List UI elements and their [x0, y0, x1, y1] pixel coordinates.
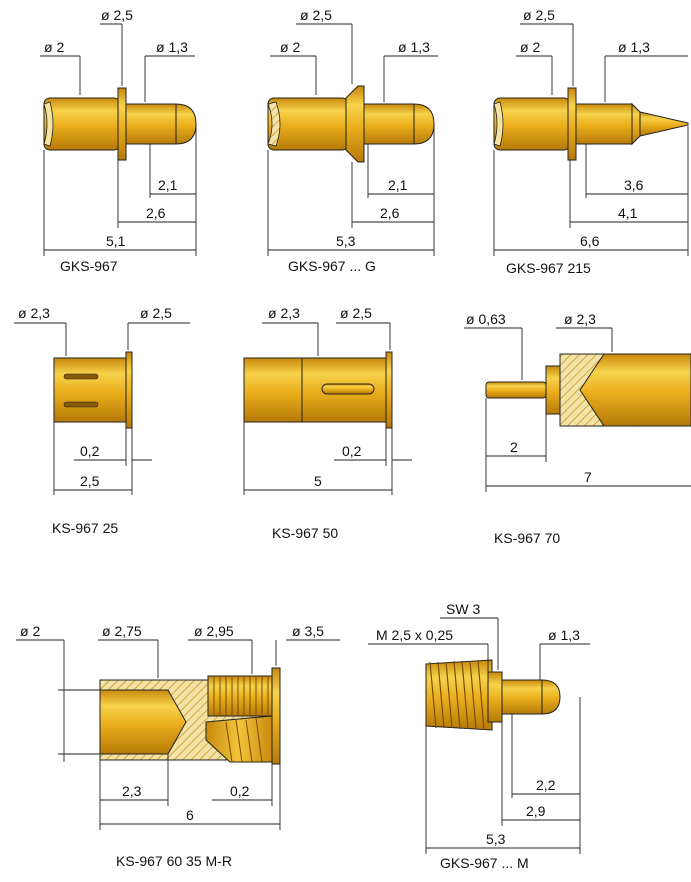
- length-label: 2,6: [146, 205, 166, 221]
- diameter-label: ø 2,5: [140, 305, 172, 321]
- diameter-label: ø 2,5: [300, 7, 332, 23]
- thread-label: M 2,5 x 0,25: [376, 627, 453, 643]
- part-ks-967-70: ø 0,63 ø 2,3 2 7 KS-967 70: [464, 311, 691, 546]
- dimension-lines: [16, 639, 340, 830]
- part-caption: GKS-967 ... G: [288, 258, 376, 274]
- part-caption: KS-967 25: [52, 520, 118, 536]
- dimension-lines: [368, 617, 590, 854]
- dimension-lines: [243, 322, 412, 495]
- diameter-label: ø 2: [44, 39, 64, 55]
- sleeve-body: [243, 351, 393, 429]
- length-label: 2: [510, 439, 518, 455]
- length-label: 5,3: [486, 831, 506, 847]
- pin-body: [493, 87, 689, 161]
- part-ks-967-60-35-m-r: ø 2 ø 2,75 ø 2,95 ø 3,5 2,3 0,2 6 KS-967…: [16, 623, 340, 869]
- diameter-label: ø 1,3: [156, 39, 188, 55]
- length-label: 5,1: [106, 233, 126, 249]
- part-gks-967-g: ø 2,5 ø 2 ø 1,3 2,1 2,6 5,3 GKS-967 ... …: [267, 7, 438, 274]
- length-label: 2,9: [526, 803, 546, 819]
- part-caption: KS-967 50: [272, 525, 338, 541]
- diameter-label: ø 2,5: [101, 7, 133, 23]
- pin-body: [267, 85, 435, 163]
- diameter-label: ø 1,3: [398, 39, 430, 55]
- length-label: 2,1: [158, 177, 178, 193]
- dimension-lines: [464, 327, 691, 492]
- length-label: 2,5: [80, 473, 100, 489]
- length-label: 2,6: [380, 205, 400, 221]
- sleeve-body: [485, 353, 691, 427]
- dimension-lines: [14, 322, 190, 495]
- diameter-label: ø 2,3: [268, 305, 300, 321]
- diameter-label: ø 2,5: [523, 7, 555, 23]
- length-label: 2,1: [388, 177, 408, 193]
- diameter-label: ø 3,5: [292, 623, 324, 639]
- part-gks-967-215: ø 2,5 ø 2 ø 1,3 3,6 4,1 6,6 GKS-967 215: [493, 7, 689, 276]
- diameter-label: ø 0,63: [466, 311, 506, 327]
- diameter-label: ø 2,3: [18, 305, 50, 321]
- part-caption: KS-967 70: [494, 530, 560, 546]
- sleeve-body: [99, 667, 281, 765]
- wrench-size-label: SW 3: [446, 601, 480, 617]
- length-label: 4,1: [618, 205, 638, 221]
- dimension-lines: [493, 23, 689, 256]
- pin-body: [425, 659, 561, 731]
- dimension-lines: [40, 23, 197, 256]
- diameter-label: ø 2,5: [340, 305, 372, 321]
- length-label: 2,2: [536, 777, 556, 793]
- diameter-label: ø 1,3: [548, 627, 580, 643]
- diameter-label: ø 2,3: [564, 311, 596, 327]
- part-gks-967-m: SW 3 M 2,5 x 0,25 ø 1,3 2,2 2,9 5,3 GKS-…: [368, 601, 590, 871]
- dimension-lines: [267, 23, 438, 256]
- part-caption: KS-967 60 35 M-R: [116, 853, 232, 869]
- diameter-label: ø 1,3: [618, 39, 650, 55]
- length-label: 5,3: [336, 233, 356, 249]
- length-label: 5: [314, 473, 322, 489]
- part-caption: GKS-967 ... M: [440, 855, 529, 871]
- pin-body: [43, 87, 197, 161]
- length-label: 0,2: [230, 783, 250, 799]
- part-caption: GKS-967: [60, 258, 118, 274]
- length-label: 0,2: [342, 443, 362, 459]
- length-label: 6,6: [580, 233, 600, 249]
- part-gks-967: ø 2,5 ø 2 ø 1,3 2,1 2,6 5,1 GKS-967: [40, 7, 197, 274]
- diameter-label: ø 2,75: [102, 623, 142, 639]
- sleeve-body: [53, 351, 133, 429]
- length-label: 2,3: [122, 783, 142, 799]
- length-label: 3,6: [624, 177, 644, 193]
- part-ks-967-50: ø 2,3 ø 2,5 0,2 5 KS-967 50: [243, 305, 412, 541]
- diameter-label: ø 2,95: [194, 623, 234, 639]
- length-label: 7: [584, 469, 592, 485]
- length-label: 0,2: [80, 443, 100, 459]
- length-label: 6: [186, 807, 194, 823]
- part-ks-967-25: ø 2,3 ø 2,5 0,2 2,5 KS-967 25: [14, 305, 190, 536]
- diameter-label: ø 2: [280, 39, 300, 55]
- diameter-label: ø 2: [520, 39, 540, 55]
- part-caption: GKS-967 215: [506, 260, 591, 276]
- diameter-label: ø 2: [20, 623, 40, 639]
